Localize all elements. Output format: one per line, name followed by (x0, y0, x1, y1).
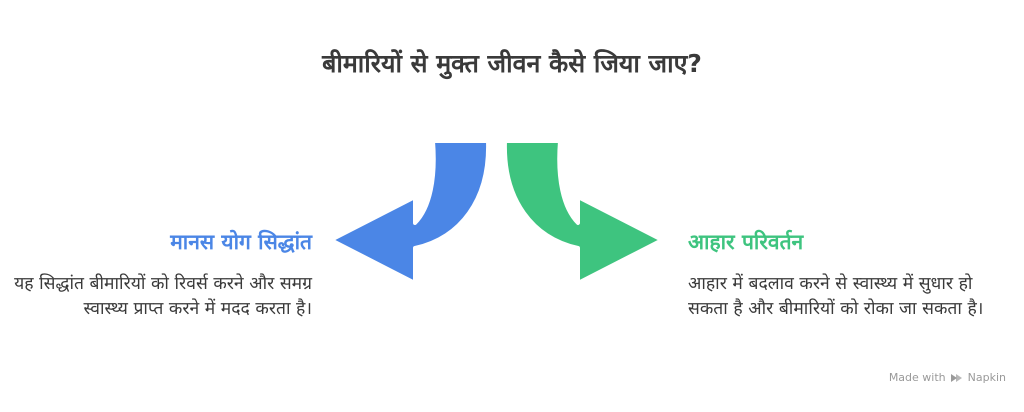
made-with-text: Made with (888, 371, 946, 384)
right-arrow (502, 139, 664, 285)
brand-name: Napkin (967, 371, 1006, 384)
left-arrow (329, 139, 491, 285)
right-heading: आहार परिवर्तन (688, 230, 804, 254)
left-description: यह सिद्धांत बीमारियों को रिवर्स करने और … (14, 274, 312, 319)
napkin-logo-icon (950, 372, 964, 384)
diagram-title: बीमारियों से मुक्त जीवन कैसे जिया जाए? (322, 49, 702, 78)
left-heading: मानस योग सिद्धांत (170, 230, 312, 254)
footer-attribution: Made with Napkin (889, 371, 1006, 384)
right-description: आहार में बदलाव करने से स्वास्थ्य में सुध… (688, 274, 984, 319)
